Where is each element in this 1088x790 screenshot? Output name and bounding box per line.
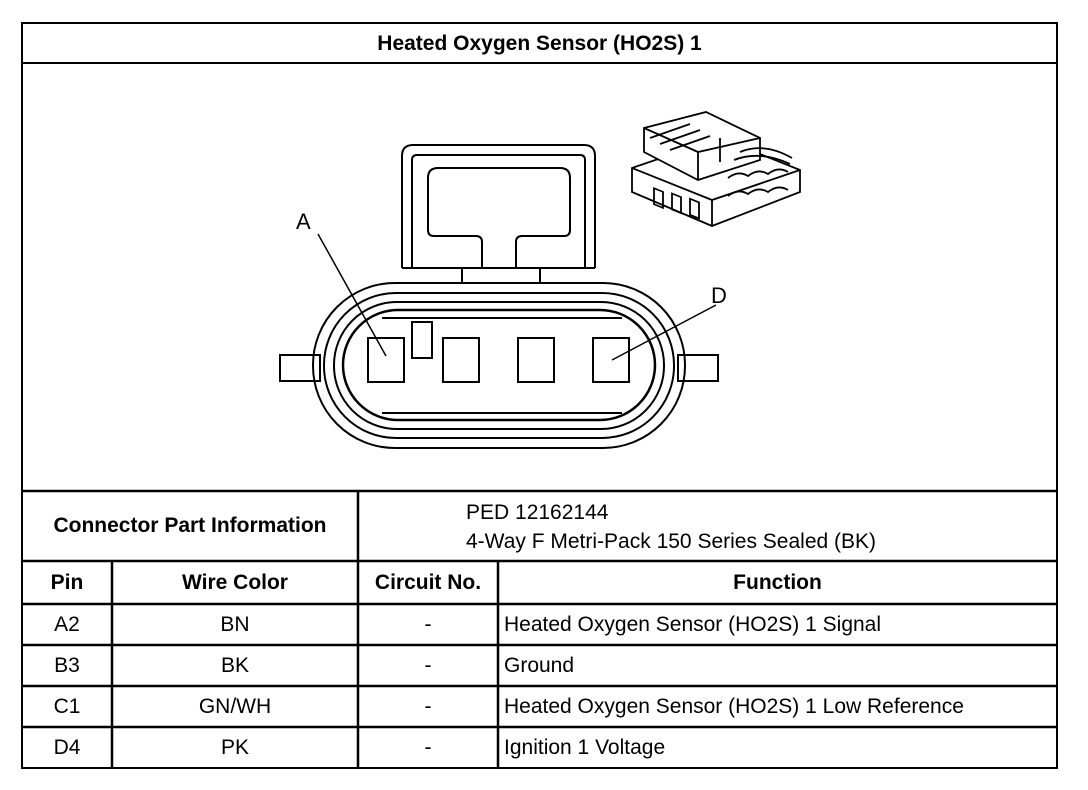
terminal-cavity (517, 337, 555, 383)
header-circuit-no: Circuit No. (374, 571, 482, 594)
part-number: PED 12162144 (466, 501, 609, 524)
header-wire-color: Wire Color (182, 571, 288, 594)
leader-line-d (611, 304, 717, 361)
connector-body (312, 282, 686, 449)
lock-tab (401, 144, 596, 268)
pin-cell: B3 (54, 654, 80, 677)
sheet-title: Heated Oxygen Sensor (HO2S) 1 (377, 32, 702, 55)
function-cell: Heated Oxygen Sensor (HO2S) 1 Low Refere… (504, 695, 964, 718)
terminal-cavity-d (592, 337, 630, 383)
pin-cell: A2 (54, 613, 80, 636)
header-function: Function (733, 571, 822, 594)
connector-isometric-view (631, 111, 801, 227)
outer-frame (21, 22, 1058, 769)
function-cell: Heated Oxygen Sensor (HO2S) 1 Signal (504, 613, 882, 636)
circuit-cell: - (424, 695, 432, 718)
leader-line-a (317, 233, 387, 357)
wire-color-cell: BN (220, 613, 250, 636)
wire-color-cell: BK (220, 654, 249, 677)
pin-cell: D4 (53, 736, 81, 759)
connector-face-drawing (279, 144, 719, 449)
function-cell: Ground (504, 654, 575, 677)
connector-info-label: Connector Part Information (53, 514, 327, 537)
circuit-cell: - (424, 613, 432, 636)
polarizing-key (411, 321, 433, 359)
terminal-cavity (442, 337, 480, 383)
pin-label-d: D (711, 283, 727, 308)
circuit-cell: - (424, 654, 432, 677)
circuit-cell: - (424, 736, 432, 759)
terminal-cavity-a (367, 337, 405, 383)
wire-color-cell: GN/WH (198, 695, 272, 718)
pin-label-a: A (296, 209, 311, 234)
header-pin: Pin (50, 571, 84, 594)
wire-color-cell: PK (220, 736, 249, 759)
pin-cell: C1 (53, 695, 81, 718)
connector-description: 4-Way F Metri-Pack 150 Series Sealed (BK… (466, 530, 877, 553)
function-cell: Ignition 1 Voltage (504, 736, 666, 759)
